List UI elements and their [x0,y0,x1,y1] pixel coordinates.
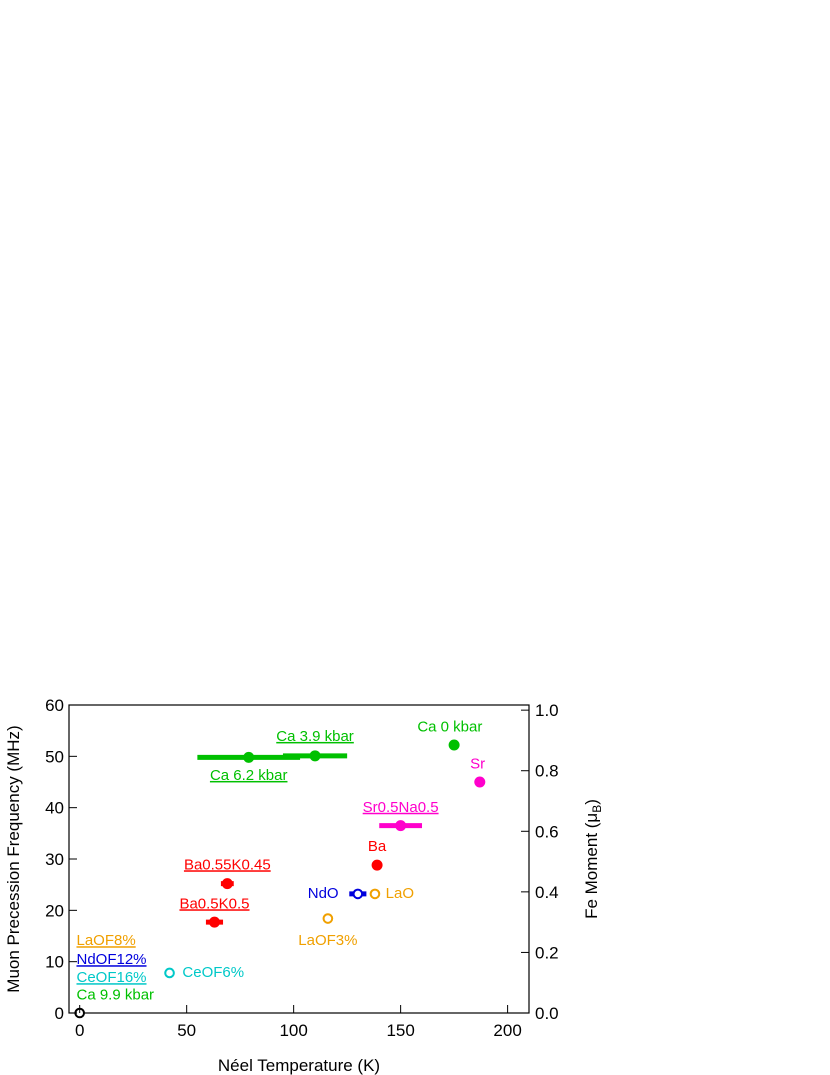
x-tick-label-0: 0 [75,1021,84,1040]
x-axis-title: Néel Temperature (K) [218,1056,380,1075]
data-point-9 [369,888,381,900]
y-tick-label-30: 30 [45,850,64,869]
annotation-13: NdOF12% [76,951,146,968]
y2-tick-label-0: 0.0 [535,1004,559,1023]
y2-tick-label-1: 0.2 [535,943,559,962]
y-tick-label-20: 20 [45,901,64,920]
data-point-3 [243,751,255,763]
y-tick-label-40: 40 [45,799,64,818]
data-point-8 [352,888,364,900]
annotation-4: Sr0.5Na0.5 [363,799,439,816]
annotation-5: Ba [368,838,387,855]
y2-axis-title: Fe Moment (μB) [582,799,604,919]
data-point-10 [322,913,334,924]
data-point-1 [474,776,486,788]
annotation-12: LaOF8% [76,932,135,949]
data-point-11 [164,967,175,979]
annotation-2: Ca 3.9 kbar [276,728,354,745]
annotation-0: Ca 0 kbar [417,719,482,736]
data-point-4 [395,820,407,832]
data-point-6 [221,878,233,890]
y2-axis-title-main: Fe Moment (μ [582,813,601,919]
y-tick-label-60: 60 [45,696,64,715]
annotation-11: CeOF6% [182,964,244,981]
annotation-14: CeOF16% [76,969,146,986]
y2-axis-title-sub: B [590,805,604,813]
axes-layer: 0 50 100 150 200 0 10 20 30 40 50 60 0.0 0.2 0.4 0.6 0.8… [45,696,559,1040]
y2-tick-label-5: 1.0 [535,701,559,720]
x-tick-label-150: 150 [386,1021,414,1040]
y-tick-label-50: 50 [45,747,64,766]
data-point-2 [309,750,321,762]
annotation-3: Ca 6.2 kbar [210,767,288,784]
y2-tick-label-3: 0.6 [535,822,559,841]
y2-tick-label-4: 0.8 [535,762,559,781]
x-tick-label-50: 50 [177,1021,196,1040]
annotation-9: LaO [386,885,414,902]
data-point-0 [448,739,460,751]
y2-tick-label-2: 0.4 [535,883,559,902]
y-tick-label-0: 0 [55,1004,64,1023]
annotation-1: Sr [470,756,485,773]
annotation-15: Ca 9.9 kbar [76,987,154,1004]
y2-axis-title-close: ) [582,799,601,805]
y-axis-title: Muon Precession Frequency (MHz) [4,725,23,992]
data-point-7 [208,916,220,928]
y-tick-label-10: 10 [45,953,64,972]
annotation-10: LaOF3% [298,932,357,949]
annotation-7: Ba0.5K0.5 [179,895,249,912]
data-point-5 [371,859,383,871]
x-tick-label-200: 200 [493,1021,521,1040]
annotation-8: NdO [308,885,339,902]
x-tick-label-100: 100 [279,1021,307,1040]
annotation-6: Ba0.55K0.45 [184,856,271,873]
